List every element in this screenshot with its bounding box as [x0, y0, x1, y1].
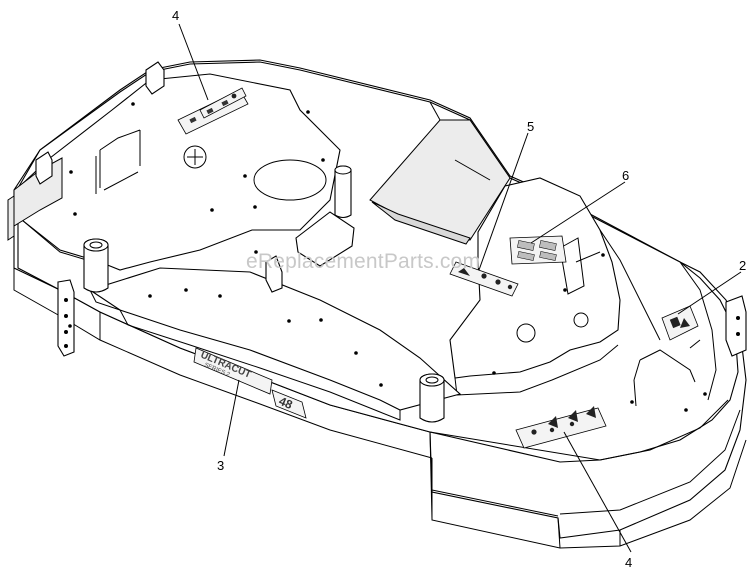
- right-plate: [449, 177, 621, 396]
- emblem-model: 48: [277, 394, 295, 412]
- rear-brackets: [7, 61, 747, 357]
- decal-4-front: [515, 406, 607, 449]
- callout-6: 6: [622, 168, 629, 183]
- callout-5: 5: [527, 119, 534, 134]
- spindle-posts: [83, 165, 445, 423]
- decal-6-plate: [509, 235, 567, 265]
- watermark-text: eReplacementParts.com: [246, 250, 480, 273]
- callout-2: 2: [739, 258, 746, 273]
- mounting-holes: [68, 102, 707, 412]
- callout-labels: 4 5 6 2 3 4: [172, 8, 746, 570]
- callout-4-bottom: 4: [625, 555, 632, 570]
- callout-3: 3: [217, 458, 224, 473]
- left-rear-plate: [19, 73, 341, 271]
- callout-4-top: 4: [172, 8, 179, 23]
- handles: [559, 237, 701, 407]
- decal-4-rear: [177, 87, 249, 135]
- discharge-chute: [369, 101, 511, 245]
- decal-5-warning: [449, 261, 519, 297]
- leader-lines: [178, 23, 742, 553]
- decal-2-side: [661, 305, 699, 341]
